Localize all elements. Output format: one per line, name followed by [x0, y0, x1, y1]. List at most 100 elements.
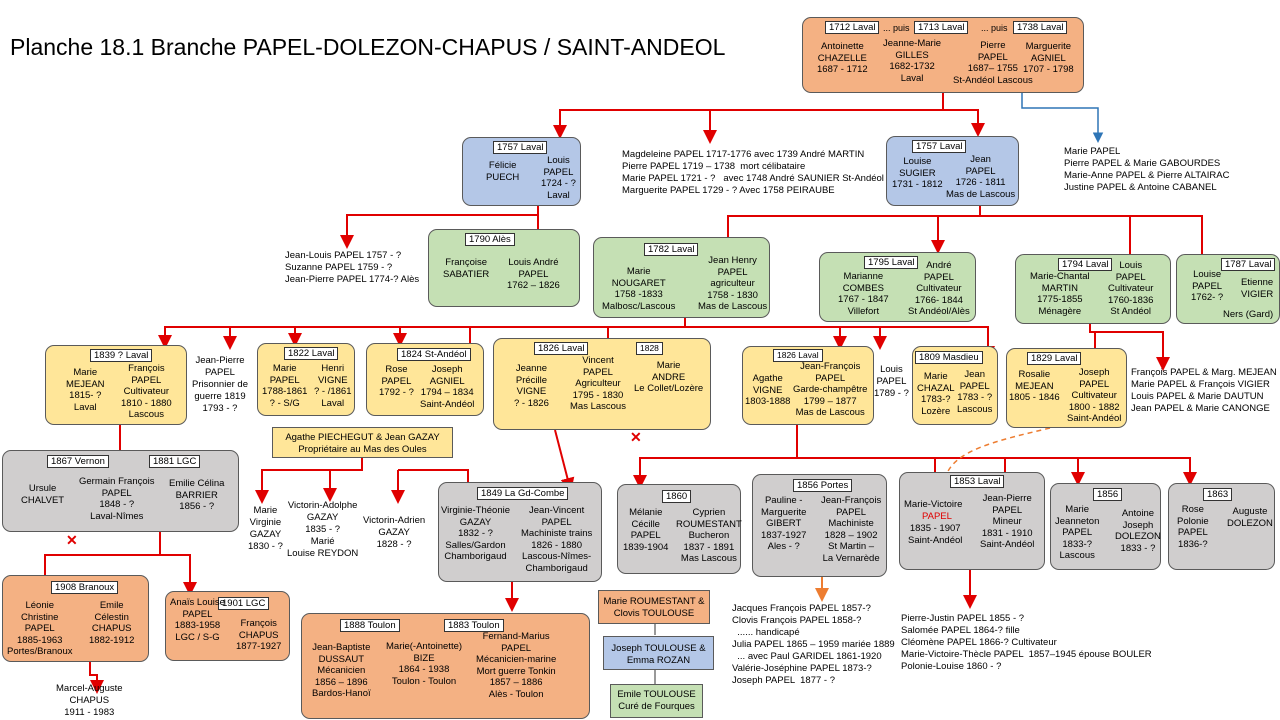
box-agathe-piechegut: Agathe PIECHEGUT & Jean GAZAY Propriétai…	[272, 427, 453, 458]
person: Louis André PAPEL 1762 – 1826	[507, 257, 560, 291]
box-1901-lgc: 1901 LGC Anaïs Louise PAPEL 1883-1958 LG…	[165, 591, 290, 661]
person: Antoine Joseph DOLEZON 1833 - ?	[1115, 508, 1161, 554]
place: Ners (Gard)	[1223, 309, 1274, 320]
box-1849-la-gd-combe: 1849 La Gd-Combe Virginie-Théonie GAZAY …	[438, 482, 602, 582]
marriage-tag: 1881 LGC	[149, 455, 201, 468]
person-surname-highlight: PAPEL	[922, 511, 952, 522]
couple-label: Joseph TOULOUSE & Emma ROZAN	[611, 643, 706, 666]
person: Virginie-Théonie GAZAY 1832 - ? Salles/G…	[441, 505, 511, 562]
marriage-tag: 1787 Laval	[1221, 258, 1276, 271]
marriage-tag: 1901 LGC	[218, 597, 270, 610]
person: Rose PAPEL 1792 - ?	[379, 364, 414, 398]
person: Marie NOUGARET 1758 -1833 Malbosc/Lascou…	[602, 266, 676, 312]
person: Marie-Chantal MARTIN 1775-1855 Ménagère	[1030, 271, 1090, 317]
marriage-tag: 1757 Laval	[912, 140, 967, 153]
person: Emilie Célina BARRIER 1856 - ?	[169, 478, 225, 512]
person: Marie CHAZAL 1783-? Lozère	[917, 371, 955, 417]
marriage-tag: 1839 ? Laval	[90, 349, 153, 362]
box-1824-st-andeol: 1824 St-Andéol Rose PAPEL 1792 - ? Josep…	[366, 343, 484, 416]
box-1888-toulon: 1888 Toulon 1883 Toulon Jean-Baptiste DU…	[301, 613, 590, 719]
marriage-tag: 1809 Masdieu	[915, 351, 983, 364]
box-1856-dolezon: 1856 Marie Jeanneton PAPEL 1833-? Lascou…	[1050, 483, 1161, 570]
person: Marie ANDRE Le Collet/Lozère	[634, 360, 704, 394]
person: Marguerite AGNIEL 1707 - 1798	[1023, 41, 1074, 75]
person: Jean-Baptiste DUSSAUT Mécanicien 1856 – …	[312, 642, 371, 699]
box-1863: 1863 Rose Polonie PAPEL 1836-? Auguste D…	[1168, 483, 1275, 570]
person: Germain François PAPEL 1848 - ? Laval-Nî…	[79, 476, 155, 522]
person: Auguste DOLEZON	[1227, 506, 1273, 529]
person-name: Marie-Victoire	[904, 499, 963, 510]
person: Félicie PUECH	[486, 160, 520, 183]
person: Pierre PAPEL 1687– 1755 St-Andéol Lascou…	[953, 40, 1033, 86]
box-1787-laval: 1787 Laval Louise PAPEL 1762- ? Etienne …	[1176, 254, 1280, 324]
couple-label: Agathe PIECHEGUT & Jean GAZAY Propriétai…	[285, 432, 440, 455]
box-top-family: 1712 Laval ... puis 1713 Laval ... puis …	[802, 17, 1084, 93]
person: François CHAPUS 1877-1927	[236, 618, 282, 652]
marriage-tag: 1712 Laval	[825, 21, 880, 34]
marriage-tag: 1860	[662, 490, 692, 503]
note-francois-mejean: François PAPEL & Marg. MEJEAN Marie PAPE…	[1131, 367, 1277, 414]
person: Louise SUGIER 1731 - 1812	[892, 156, 943, 190]
person: Cyprien ROUMESTANT Bucheron 1837 - 1891 …	[676, 507, 742, 564]
person: Etienne VIGIER	[1241, 277, 1274, 300]
box-1839-laval: 1839 ? Laval Marie MEJEAN 1815- ? Laval …	[45, 345, 187, 425]
person: Louis PAPEL 1724 - ? Laval	[541, 155, 576, 201]
person: Antoinette CHAZELLE 1687 - 1712	[817, 41, 868, 75]
box-1826-laval-vincent: 1826 Laval 1828 Jeanne Précille VIGNE ? …	[493, 338, 711, 430]
person: Jeanne-Marie GILLES 1682-1732 Laval	[883, 38, 942, 84]
person: Louis PAPEL Cultivateur 1760-1836 St And…	[1108, 260, 1154, 317]
note-jacques-francois: Jacques François PAPEL 1857-? Clovis Fra…	[732, 603, 895, 686]
cross-mark: ✕	[630, 429, 642, 445]
box-1790-ales: 1790 Alès Françoise SABATIER Louis André…	[428, 229, 580, 307]
marriage-tag: 1738 Laval	[1013, 21, 1068, 34]
marriage-tag: 1782 Laval	[644, 243, 699, 256]
marriage-tag: 1883 Toulon	[444, 619, 504, 632]
marriage-tag: 1826 Laval	[534, 342, 589, 355]
person: Françoise SABATIER	[443, 257, 490, 280]
person: Joseph PAPEL Cultivateur 1800 - 1882 Sai…	[1067, 367, 1122, 424]
person-dates: 1835 - 1907 Saint-Andéol	[908, 523, 963, 546]
box-1809-masdieu: 1809 Masdieu Marie CHAZAL 1783-? Lozère …	[912, 346, 998, 425]
couple-label: Emile TOULOUSE Curé de Fourques	[617, 689, 696, 712]
person: Henri VIGNE ? - /1861 Laval	[314, 363, 352, 409]
box-1757-laval-jean: 1757 Laval Louise SUGIER 1731 - 1812 Jea…	[886, 136, 1019, 206]
person: Jean Henry PAPEL agriculteur 1758 - 1830…	[698, 255, 768, 312]
person: Léonie Christine PAPEL 1885-1963 Portes/…	[7, 600, 73, 657]
person: Marie PAPEL 1788-1861 ? - S/G	[262, 363, 308, 409]
box-1795-laval: 1795 Laval Marianne COMBES 1767 - 1847 V…	[819, 252, 976, 322]
marriage-tag: 1853 Laval	[950, 475, 1005, 488]
marriage-tag: 1826 Laval	[773, 349, 823, 362]
note-pierre-justin: Pierre-Justin PAPEL 1855 - ? Salomée PAP…	[901, 613, 1152, 672]
marriage-tag: 1867 Vernon	[47, 455, 109, 468]
box-1822-laval: 1822 Laval Marie PAPEL 1788-1861 ? - S/G…	[257, 343, 355, 416]
person: Rose Polonie PAPEL 1836-?	[1177, 504, 1209, 550]
box-1860: 1860 Mélanie Cécille PAPEL 1839-1904 Cyp…	[617, 484, 742, 574]
label-puis: ... puis	[981, 23, 1008, 33]
marriage-tag: 1849 La Gd-Combe	[477, 487, 569, 500]
marriage-tag: 1757 Laval	[493, 141, 548, 154]
person: Marie Jeanneton PAPEL 1833-? Lascous	[1055, 504, 1100, 561]
marriage-tag: 1790 Alès	[465, 233, 515, 246]
box-1853-laval: 1853 Laval Marie-Victoire PAPEL 1835 - 1…	[899, 472, 1045, 570]
person: Marie MEJEAN 1815- ? Laval	[66, 367, 105, 413]
note-victorin-adrien: Victorin-Adrien GAZAY 1828 - ?	[363, 515, 426, 550]
person: Ursule CHALVET	[21, 483, 65, 506]
note-victorin-adolphe: Victorin-Adolphe GAZAY 1835 - ? Marié Lo…	[287, 500, 359, 559]
box-marie-roumestant: Marie ROUMESTANT & Clovis TOULOUSE	[598, 590, 710, 624]
marriage-tag: 1828	[636, 342, 663, 355]
person: Mélanie Cécille PAPEL 1839-1904	[623, 507, 669, 553]
person: Jean PAPEL 1726 - 1811 Mas de Lascous	[946, 154, 1016, 200]
person: Rosalie MEJEAN 1805 - 1846	[1009, 369, 1060, 403]
person: Fernand-Marius PAPEL Mécanicien-marine M…	[476, 631, 557, 700]
note-louis-1789: Louis PAPEL 1789 - ?	[874, 364, 909, 399]
marriage-tag: 1829 Laval	[1027, 352, 1082, 365]
marriage-tag: 1794 Laval	[1058, 258, 1113, 271]
person: Vincent PAPEL Agriculteur 1795 - 1830 Ma…	[570, 355, 626, 412]
box-1757-laval-louis: 1757 Laval Félicie PUECH Louis PAPEL 172…	[462, 137, 581, 206]
note-marcel-auguste: Marcel-Auguste CHAPUS 1911 - 1983	[56, 683, 123, 718]
note-jean-pierre-prisonnier: Jean-Pierre PAPEL Prisonnier de guerre 1…	[192, 355, 248, 414]
person: Louise PAPEL 1762- ?	[1191, 269, 1224, 303]
marriage-tag: 1713 Laval	[914, 21, 969, 34]
box-1856-portes: 1856 Portes Pauline - Marguerite GIBERT …	[752, 474, 887, 577]
